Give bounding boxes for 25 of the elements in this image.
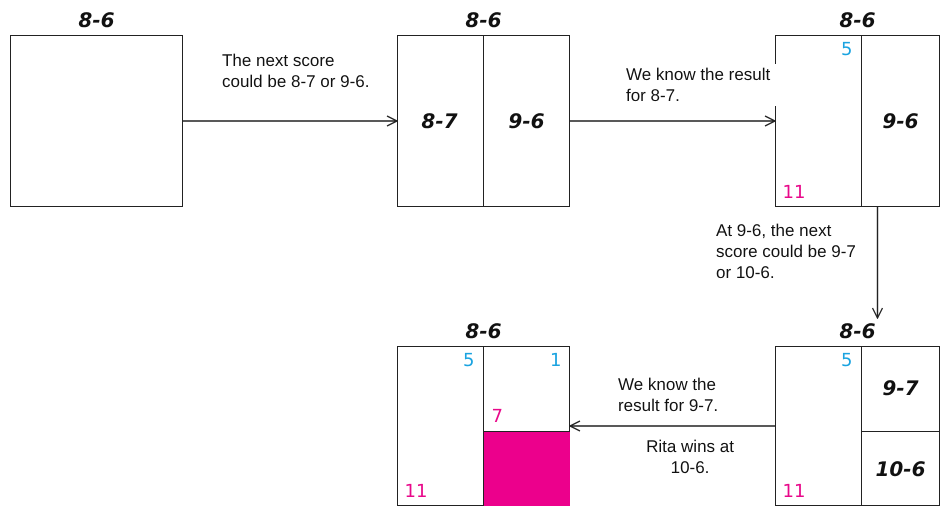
point-count: 11 (782, 480, 806, 502)
shaded-region (482, 430, 570, 506)
score-label: 8-7 (420, 108, 459, 132)
point-count: 11 (404, 480, 428, 502)
score-heading: 8-6 (464, 7, 503, 33)
point-count: 5 (841, 38, 852, 60)
point-count: 11 (782, 182, 806, 202)
arrow (872, 207, 884, 319)
score-label: 9-6 (507, 108, 546, 132)
score-heading: 8-6 (838, 7, 877, 33)
point-count: 5 (463, 350, 474, 370)
point-count: 1 (550, 350, 562, 370)
arrow (183, 115, 398, 127)
score-cell (860, 430, 940, 506)
point-count: 5 (841, 350, 852, 370)
arrow (569, 420, 775, 432)
score-heading: 8-6 (464, 318, 503, 344)
score-heading: 8-6 (838, 318, 877, 344)
arrow (570, 115, 776, 127)
point-count: 7 (492, 406, 503, 426)
score-label: 9-7 (881, 376, 920, 400)
score-label: 10-6 (874, 456, 927, 480)
edge-label: We know the result for 8-7. (626, 64, 776, 106)
score-label: 9-6 (881, 108, 920, 132)
score-heading: 8-6 (77, 7, 116, 33)
